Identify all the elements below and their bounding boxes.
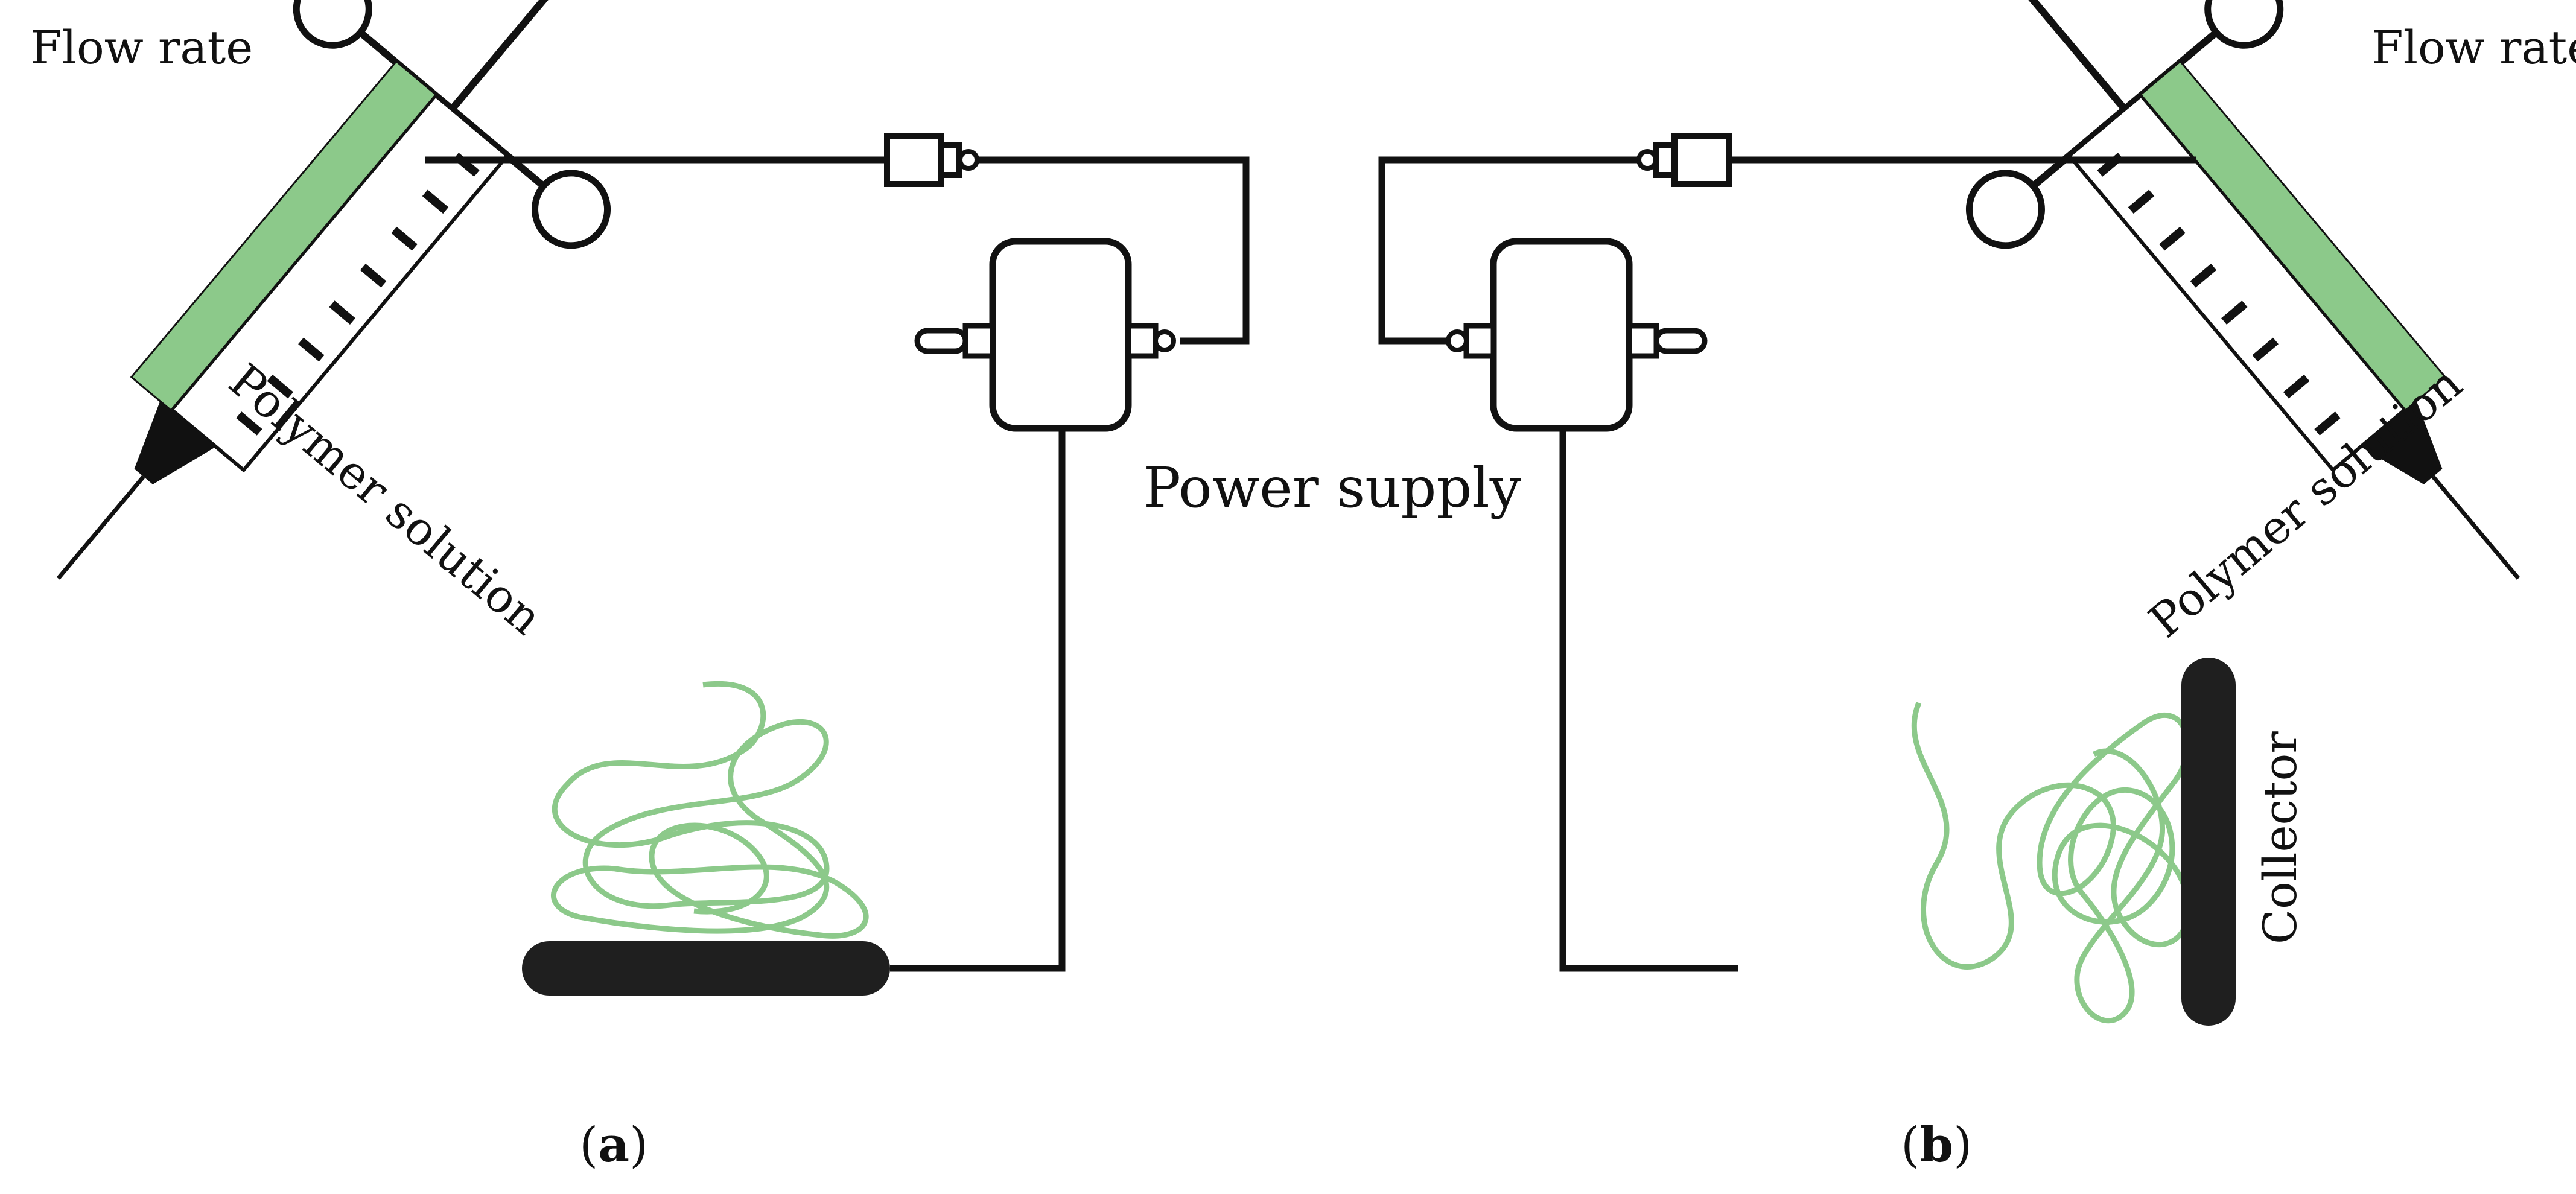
panel-label-b: (b) bbox=[1901, 1116, 1972, 1173]
polymer-solution-label-left: Polymer solution bbox=[219, 354, 552, 646]
collector-label: Collector bbox=[2253, 731, 2307, 944]
flow-rate-label-left: Flow rate bbox=[30, 21, 253, 74]
finger-ring-left-2 bbox=[532, 170, 611, 249]
needle-left bbox=[56, 475, 145, 580]
polymer-solution-fill-left bbox=[132, 62, 436, 410]
finger-ring-left-1 bbox=[293, 0, 372, 49]
panel-a: Flow rate bbox=[30, 0, 1250, 1173]
power-supply-label: Power supply bbox=[1143, 456, 1521, 520]
wire-power-to-collector-left bbox=[890, 428, 1066, 972]
collector-left bbox=[522, 941, 890, 996]
finger-ring-right-1 bbox=[1965, 170, 2045, 249]
polymer-solution-fill-right bbox=[2140, 62, 2444, 410]
panel-b: Flow rate Polymer bbox=[1378, 0, 2576, 1173]
plunger-rod-left bbox=[449, 0, 562, 112]
power-supply-box-left bbox=[989, 238, 1132, 432]
fiber-mat-left bbox=[551, 681, 869, 939]
needle-hub-left bbox=[134, 400, 216, 484]
wire-connector-to-power-right bbox=[1378, 156, 1639, 345]
plunger-rod-right bbox=[2015, 0, 2128, 112]
needle-hub-right bbox=[2361, 400, 2443, 484]
syringe-left bbox=[56, 0, 611, 580]
graduations-right bbox=[2097, 153, 2341, 436]
wire-power-to-ground-right bbox=[1559, 428, 1738, 972]
connector-right bbox=[1671, 133, 1732, 187]
fiber-mat-right bbox=[1911, 702, 2191, 1024]
wire-connector-to-power-left bbox=[977, 156, 1250, 345]
finger-ring-right-2 bbox=[2204, 0, 2284, 49]
power-supply-box-right bbox=[1490, 238, 1633, 432]
collector-right bbox=[2181, 658, 2236, 1026]
connector-left bbox=[884, 133, 944, 187]
panel-label-a: (a) bbox=[579, 1116, 648, 1173]
needle-right bbox=[2431, 475, 2520, 580]
flow-rate-label-right: Flow rate bbox=[2371, 21, 2576, 74]
